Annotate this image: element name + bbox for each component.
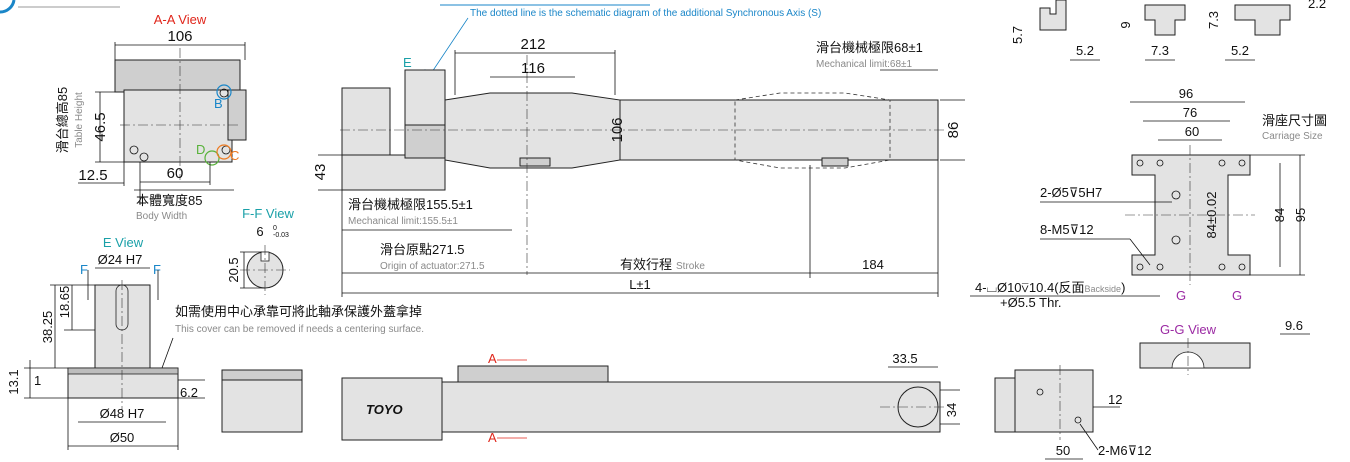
e-1865-dim: 18.65 <box>57 286 72 319</box>
d34-dim: 34 <box>944 403 959 417</box>
c84-dim: 84 <box>1272 208 1287 222</box>
ff-view-title: F-F View <box>242 206 294 221</box>
body-width-label-en: Body Width <box>136 211 187 222</box>
s52a-dim: 5.2 <box>1076 43 1094 58</box>
e-1-dim: 1 <box>34 373 41 388</box>
gg-view-title: G-G View <box>1160 322 1217 337</box>
aa-125-dim: 12.5 <box>78 167 107 184</box>
carriage-label-en: Carriage Size <box>1262 131 1323 142</box>
header-circle-fragment <box>0 0 16 14</box>
mech155-label: 滑台機械極限155.5±1 <box>348 197 473 212</box>
d50-dim: 50 <box>1056 443 1070 458</box>
table-height-label-en: Table Height <box>74 92 85 148</box>
m6-note: 2-M6⊽12 <box>1098 443 1152 458</box>
label-c: C <box>230 148 239 163</box>
c96-dim: 96 <box>1179 86 1193 101</box>
s73a-dim: 7.3 <box>1151 43 1169 58</box>
body-width-label: 本體寬度85 <box>136 193 202 208</box>
aa-view-title: A-A View <box>154 12 207 27</box>
d86-dim: 86 <box>945 122 962 139</box>
sync-note-en: The dotted line is the schematic diagram… <box>470 8 821 19</box>
d212-dim: 212 <box>520 36 545 53</box>
label-f-left: F <box>80 262 88 277</box>
e-view: E View Ø24 H7 F F 18.65 38.25 13.1 1 6.2… <box>6 235 424 450</box>
c5-note: 2-Ø5⊽5H7 <box>1040 185 1102 200</box>
d12-dim: 12 <box>1108 392 1122 407</box>
mech155-label-en: Mechanical limit:155.5±1 <box>348 216 458 227</box>
e-3825-dim: 38.25 <box>40 311 55 344</box>
ff-tolerance: 0-0.03 <box>273 225 289 239</box>
e-view-title: E View <box>103 235 144 250</box>
l-dim: L±1 <box>629 277 651 292</box>
slot-profile-3 <box>1234 4 1291 36</box>
label-a-top: A <box>488 351 497 366</box>
carriage-view: 96 76 60 滑座尺寸圖 Carriage Size 2-Ø5⊽5H7 8-… <box>970 86 1327 310</box>
c60-dim: 60 <box>1185 124 1199 139</box>
e-62-dim: 6.2 <box>180 385 198 400</box>
label-d: D <box>196 142 205 157</box>
slot-profile-1 <box>1039 0 1067 31</box>
label-a-bottom: A <box>488 430 497 445</box>
c8m5-note: 8-M5⊽12 <box>1040 222 1094 237</box>
s57-dim: 5.7 <box>1010 26 1025 44</box>
c4-note-2: +Ø5.5 Thr. <box>1000 295 1062 310</box>
s22-dim: 2.2 <box>1308 0 1326 11</box>
top-view: The dotted line is the schematic diagram… <box>312 4 965 297</box>
carriage-top <box>444 92 621 169</box>
c95-dim: 95 <box>1293 208 1308 222</box>
s73b-dim: 7.3 <box>1206 11 1221 29</box>
side-carriage <box>457 365 609 383</box>
d43-dim: 43 <box>312 164 329 181</box>
label-e: E <box>403 55 412 70</box>
label-b: B <box>214 96 223 111</box>
cover-note-en: This cover can be removed if needs a cen… <box>175 324 424 335</box>
c76-dim: 76 <box>1183 105 1197 120</box>
d116-dim: 116 <box>521 60 545 77</box>
origin-label: 滑台原點271.5 <box>380 242 465 257</box>
ff-view: F-F View 6 0-0.03 20.5 <box>226 206 294 295</box>
s52b-dim: 5.2 <box>1231 43 1249 58</box>
ff-6-dim: 6 <box>256 224 263 239</box>
label-f-right: F <box>153 262 161 277</box>
brand-logo: TOYO <box>366 402 403 417</box>
cover-note: 如需使用中心承靠可將此軸承保護外蓋拿掉 <box>175 304 422 319</box>
ff-205-dim: 20.5 <box>226 257 241 282</box>
aa-view: A-A View 106 B D C 46.5 滑台總高85 Table Hei… <box>55 12 247 222</box>
e-131-dim: 13.1 <box>6 369 21 394</box>
c4-note: 4-⌴Ø10⊽10.4(反面Backside) <box>975 280 1125 295</box>
s9-dim: 9 <box>1118 21 1133 28</box>
aa-60-dim: 60 <box>167 165 184 182</box>
label-g-left: G <box>1176 288 1186 303</box>
mech68-label: 滑台機械極限68±1 <box>816 40 923 55</box>
mech68-label-en: Mechanical limit:68±1 <box>816 59 913 70</box>
side-rail <box>441 381 941 433</box>
gg96-dim: 9.6 <box>1285 318 1303 333</box>
profile-sections: 5.7 5.2 9 7.3 7.3 2.2 5.2 <box>1010 0 1326 61</box>
aa-top-block <box>114 59 241 93</box>
e-24-dim: Ø24 H7 <box>98 252 143 267</box>
aa-width-dim: 106 <box>167 28 192 45</box>
d106-dim: 106 <box>609 117 626 142</box>
aa-body <box>123 89 233 163</box>
slot-profile-2 <box>1144 4 1186 36</box>
e-48-dim: Ø48 H7 <box>100 406 145 421</box>
origin-label-en: Origin of actuator:271.5 <box>380 261 485 272</box>
e-50-dim: Ø50 <box>110 430 135 445</box>
e-shaft <box>94 284 151 371</box>
table-height-label: 滑台總高85 <box>55 87 70 153</box>
motor-block <box>341 87 391 159</box>
d335-dim: 33.5 <box>892 351 917 366</box>
c84tol-dim: 84±0.02 <box>1204 192 1219 239</box>
aa-height-dim: 46.5 <box>92 112 109 141</box>
carriage-label: 滑座尺寸圖 <box>1262 113 1327 128</box>
sync-carriage-ghost <box>734 92 891 169</box>
side-view: TOYO A A 33.5 34 12 50 2-M6⊽12 <box>221 351 1152 460</box>
label-g-right: G <box>1232 288 1242 303</box>
side-motor <box>341 377 443 441</box>
gg-view: G-G View 9.6 <box>1139 318 1310 375</box>
d184-dim: 184 <box>862 257 884 272</box>
